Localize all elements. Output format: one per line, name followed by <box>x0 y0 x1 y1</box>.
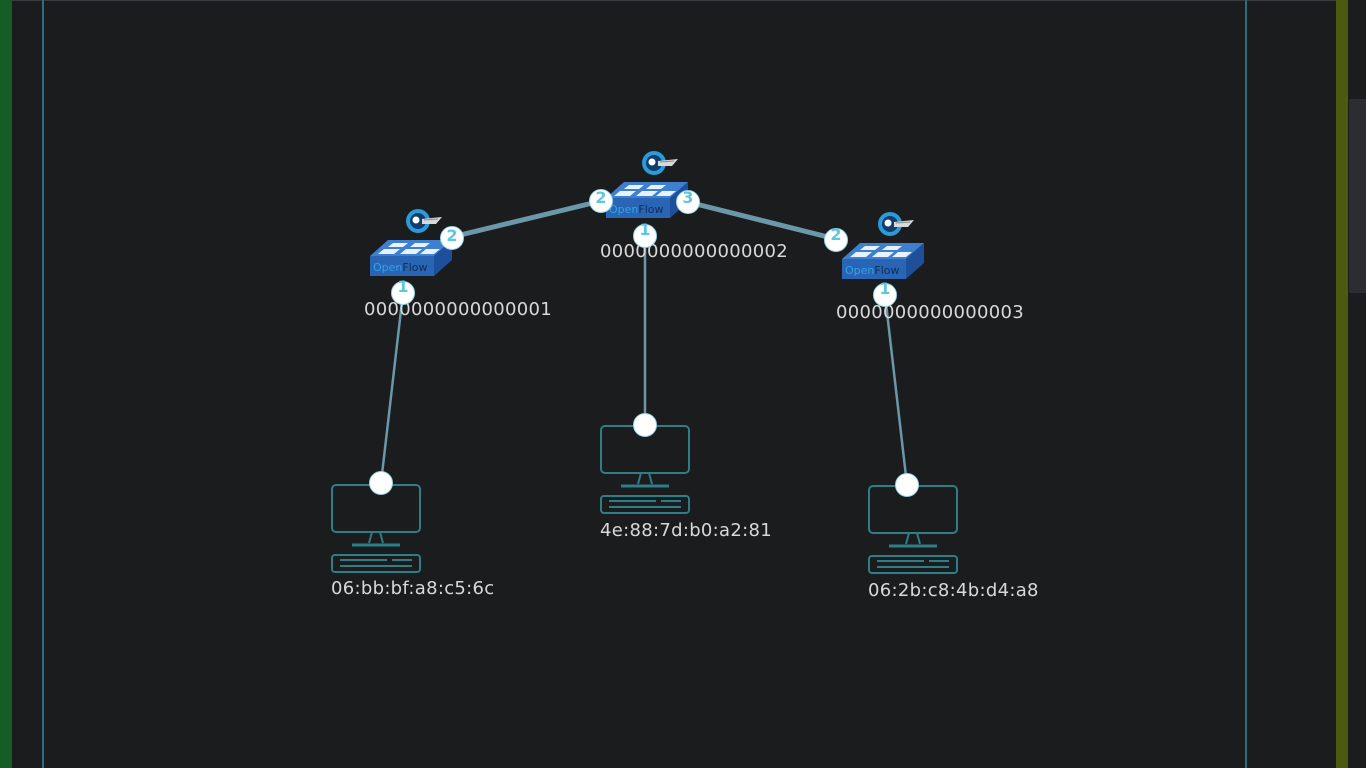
canvas-right-border <box>1245 0 1247 768</box>
controller-icon <box>877 211 915 237</box>
port-sw1-1[interactable]: 1 <box>391 277 415 305</box>
computer-icon <box>330 483 422 574</box>
right-status-bar <box>1336 0 1348 768</box>
canvas-left-border <box>42 0 44 768</box>
port-number: 2 <box>446 226 457 245</box>
port-number: 2 <box>830 225 841 244</box>
port-h1[interactable] <box>369 471 393 495</box>
port-h3[interactable] <box>895 473 919 497</box>
left-status-bar <box>0 0 12 768</box>
switch-dpid-label: 0000000000000001 <box>364 299 552 320</box>
host-mac-label: 06:bb:bf:a8:c5:6c <box>331 578 494 599</box>
link-sw2-sw3[interactable] <box>687 199 837 242</box>
host-node-3[interactable]: 06:2b:c8:4b:d4:a8 <box>867 484 1039 601</box>
computer-icon <box>867 484 959 575</box>
controller-icon <box>641 150 679 176</box>
port-sw2-1[interactable]: 1 <box>633 220 657 248</box>
port-h2[interactable] <box>633 413 657 437</box>
port-sw3-2[interactable]: 2 <box>824 225 848 252</box>
window-top-border <box>0 0 1366 1</box>
openflow-logo: OpenFlow <box>373 261 428 274</box>
computer-icon <box>599 424 691 515</box>
port-number: 1 <box>879 279 890 298</box>
port-sw2-2[interactable]: 2 <box>589 188 613 213</box>
host-node-2[interactable]: 4e:88:7d:b0:a2:81 <box>599 424 772 541</box>
port-sw2-3[interactable]: 3 <box>676 188 700 214</box>
switch-node-3[interactable]: OpenFlow 0000000000000003 <box>836 211 1024 323</box>
openflow-logo: OpenFlow <box>845 264 900 277</box>
host-mac-label: 06:2b:c8:4b:d4:a8 <box>868 580 1039 601</box>
port-sw1-2[interactable]: 2 <box>440 226 464 250</box>
link-sw3-h3[interactable] <box>883 294 909 486</box>
controller-icon <box>405 208 443 234</box>
port-number: 3 <box>682 188 693 207</box>
link-sw1-sw2[interactable] <box>451 198 602 240</box>
link-sw1-h1[interactable] <box>379 292 405 484</box>
port-sw3-1[interactable]: 1 <box>873 279 897 307</box>
port-number: 1 <box>639 220 650 239</box>
host-mac-label: 4e:88:7d:b0:a2:81 <box>600 520 772 541</box>
scrollbar-thumb[interactable] <box>1349 99 1366 293</box>
port-number: 2 <box>595 188 606 207</box>
openflow-logo: OpenFlow <box>609 203 664 216</box>
switch-dpid-label: 0000000000000002 <box>600 241 788 262</box>
switch-node-1[interactable]: OpenFlow 0000000000000001 <box>364 208 552 320</box>
port-number: 1 <box>397 277 408 296</box>
switch-dpid-label: 0000000000000003 <box>836 302 1024 323</box>
host-node-1[interactable]: 06:bb:bf:a8:c5:6c <box>330 483 494 599</box>
topology-canvas[interactable]: 06:bb:bf:a8:c5:6c 4e:88:7d:b0:a2:81 06:2… <box>0 0 1336 768</box>
